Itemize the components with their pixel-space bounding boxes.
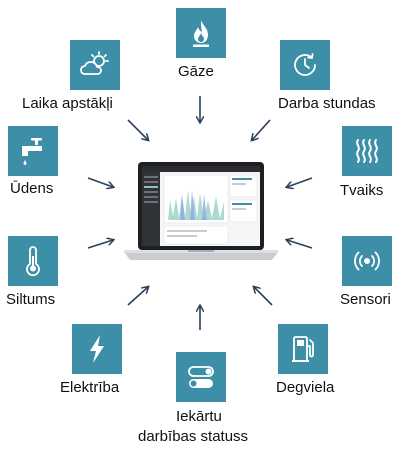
gaze-label: Gāze [178, 63, 214, 80]
degviela-tile [278, 324, 328, 374]
thermometer-icon [26, 246, 40, 277]
udens-tile [8, 126, 58, 176]
arrow-siltums [87, 240, 113, 249]
fuel-pump-icon [292, 336, 314, 362]
tvaiks-label: Tvaiks [340, 182, 384, 199]
laika-label: Laika apstākļi [22, 95, 113, 112]
iekartu-tile [176, 352, 226, 402]
arrow-udens [87, 177, 113, 187]
iekartu-label-line2: darbības statuss [138, 428, 249, 445]
water-tap-icon [22, 138, 42, 165]
siltums-label: Siltums [6, 291, 56, 308]
laptop-dashboard [124, 162, 278, 260]
degviela-label: Degviela [276, 379, 335, 396]
sensori-tile [342, 236, 392, 286]
arrow-sensori [287, 240, 313, 249]
gaze-tile [176, 8, 226, 58]
siltums-tile [8, 236, 58, 286]
darba-label: Darba stundas [278, 95, 376, 112]
elektriba-tile [72, 324, 122, 374]
arrow-tvaiks [287, 177, 313, 187]
weather-icon [80, 51, 109, 75]
clock-icon [294, 53, 316, 76]
tvaiks-tile [342, 126, 392, 176]
elektriba-label: Elektrība [60, 379, 120, 396]
steam-icon [356, 139, 378, 163]
iekartu-label-line1: Iekārtu [176, 408, 222, 425]
arrow-laika [127, 119, 148, 140]
arrow-degviela [254, 287, 273, 306]
lightning-icon [90, 335, 104, 363]
laika-tile [70, 40, 120, 90]
sensori-label: Sensori [340, 291, 391, 308]
flame-icon [193, 20, 209, 47]
darba-tile [280, 40, 330, 90]
udens-label: Ūdens [10, 180, 54, 197]
sensor-signal-icon [354, 251, 380, 271]
toggle-switches-icon [188, 366, 214, 388]
arrow-elektriba [127, 287, 148, 306]
arrow-darba [252, 119, 271, 140]
